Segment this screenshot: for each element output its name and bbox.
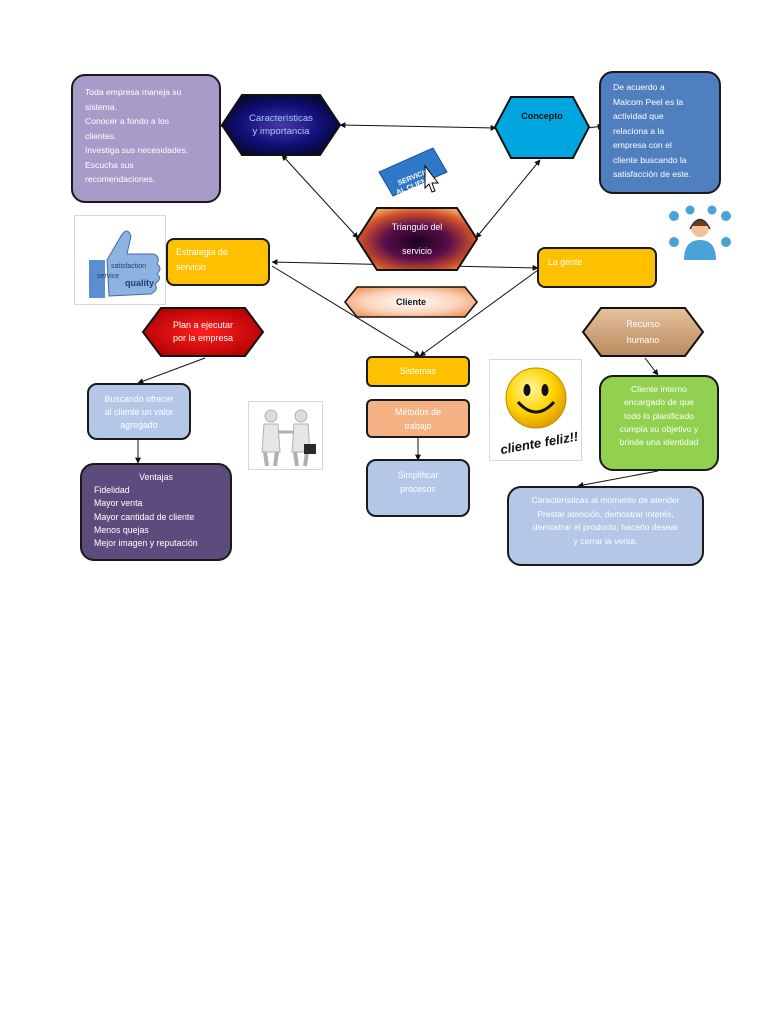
box-line: Simplificar bbox=[397, 470, 439, 480]
box-line: Buscando ofrecer bbox=[104, 394, 174, 404]
hex-line: y importancia bbox=[252, 126, 310, 137]
ventajas-title: Ventajas bbox=[139, 472, 173, 482]
box-line: actividad que bbox=[613, 111, 664, 121]
plan-hexagon: Plan a ejecutar por la empresa bbox=[141, 306, 265, 358]
box-line: Características al momento de atender bbox=[531, 495, 680, 505]
box-line: servicio bbox=[176, 262, 206, 272]
la-gente-box: La gente bbox=[537, 247, 657, 288]
box-line: relaciona a la bbox=[613, 125, 665, 136]
hand-cursor-icon bbox=[424, 164, 440, 193]
box-line: Sistemas bbox=[399, 366, 437, 376]
box-line: Métodos de bbox=[395, 407, 441, 417]
box-line: trabajo bbox=[404, 421, 432, 431]
triangulo-hexagon: Triangulo del servicio bbox=[355, 206, 479, 272]
line-interno-atender bbox=[577, 470, 659, 488]
line-recurso-interno bbox=[644, 357, 659, 376]
smile-icon bbox=[669, 237, 679, 247]
recurso-hexagon: Recurso humano bbox=[581, 306, 705, 358]
hex-line: humano bbox=[626, 335, 660, 345]
box-line: satisfacción de este. bbox=[613, 169, 691, 179]
box-line: todo lo planificado bbox=[623, 410, 695, 421]
box-line: Cliente interno bbox=[630, 384, 688, 394]
smiley-face-icon bbox=[505, 367, 567, 429]
estrategia-box: Estrategia de servicio bbox=[166, 238, 270, 286]
customer-service-agent-image bbox=[666, 202, 734, 262]
caracteristicas-description-box: Toda empresa maneja su sistema. Conocer … bbox=[71, 74, 221, 203]
box-line: Mejor imagen y reputación bbox=[94, 538, 198, 549]
cliente-hexagon: Cliente bbox=[343, 285, 479, 319]
box-line: Fidelidad bbox=[94, 485, 130, 496]
briefcase-icon bbox=[304, 444, 316, 454]
box-line: Toda empresa maneja su bbox=[85, 87, 182, 97]
chat-icon bbox=[669, 211, 679, 221]
box-line: recomendaciones. bbox=[85, 174, 156, 184]
box-line: al cliente un valor bbox=[104, 407, 174, 417]
hex-line: Triangulo del bbox=[391, 222, 443, 232]
cliente-feliz-caption: cliente feliz!! bbox=[499, 429, 580, 458]
line-caracteristicas-triangulo bbox=[281, 154, 359, 239]
box-line: demostrar el producto, hacerlo desear bbox=[532, 522, 679, 532]
caracteristicas-atender-box: Características al momento de atender Pr… bbox=[507, 486, 704, 566]
concepto-label: Concepto bbox=[521, 111, 563, 121]
box-line: cliente buscando la bbox=[613, 154, 687, 165]
ventajas-box: Ventajas Fidelidad Mayor venta Mayor can… bbox=[80, 463, 232, 561]
thumbs-up-icon bbox=[685, 205, 695, 215]
hex-line: servicio bbox=[402, 246, 432, 256]
cliente-label: Cliente bbox=[395, 296, 426, 307]
box-line: Prestar atención, demostrar interés, bbox=[537, 508, 674, 519]
hex-line: Características bbox=[249, 113, 313, 124]
word-satisfaction: satisfaction bbox=[111, 263, 146, 270]
settings-icon bbox=[721, 211, 731, 221]
hex-line: Recurso bbox=[626, 319, 660, 329]
box-line: cumpla su objetivo y bbox=[619, 423, 699, 434]
line-caracteristicas-concepto bbox=[339, 122, 497, 131]
box-line: brinde una identidad bbox=[619, 437, 699, 448]
box-line: Mayor cantidad de cliente bbox=[94, 511, 195, 522]
simplificar-box: Simplificar procesos bbox=[366, 459, 470, 517]
box-line: Investiga sus necesidades. bbox=[85, 145, 189, 155]
concepto-hexagon: Concepto bbox=[493, 95, 591, 160]
box-line: Escucha sus bbox=[85, 159, 134, 170]
box-line: y cerrar la venta. bbox=[573, 535, 638, 546]
word-quality: quality bbox=[125, 278, 154, 288]
line-lagente-sistemas bbox=[419, 269, 539, 357]
box-line: Conocer a fondo a los bbox=[85, 116, 170, 126]
hex-line: por la empresa bbox=[172, 333, 234, 343]
box-line: La gente bbox=[548, 257, 583, 267]
word-service: service bbox=[97, 273, 119, 280]
cliente-interno-box: Cliente interno encargado de que todo lo… bbox=[599, 375, 719, 471]
box-line: procesos bbox=[400, 484, 436, 494]
box-line: Malcom Peel es la bbox=[613, 96, 684, 107]
box-line: sistema. bbox=[85, 101, 117, 112]
hex-line: Plan a ejecutar bbox=[172, 320, 234, 330]
servicio-al-cliente-image: SERVICIO AL CLIENTE bbox=[375, 142, 453, 202]
box-line: Menos quejas bbox=[94, 524, 149, 535]
cliente-feliz-image: cliente feliz!! bbox=[489, 359, 582, 461]
box-line: agregado bbox=[120, 420, 158, 430]
line-concepto-triangulo bbox=[475, 159, 541, 239]
box-line: Estrategia de bbox=[176, 247, 228, 257]
line-plan-buscando bbox=[137, 357, 206, 384]
box-line: encargado de que bbox=[623, 397, 695, 408]
caracteristicas-hexagon: Características y importancia bbox=[220, 93, 342, 157]
box-line: clientes. bbox=[85, 130, 117, 141]
box-line: Mayor venta bbox=[94, 498, 143, 509]
metodos-box: Métodos de trabajo bbox=[366, 399, 470, 438]
buscando-box: Buscando ofrecer al cliente un valor agr… bbox=[87, 383, 191, 440]
box-line: empresa con el bbox=[613, 140, 672, 150]
line-estrategia-sistemas bbox=[271, 265, 421, 357]
sistemas-box: Sistemas bbox=[366, 356, 470, 387]
handshake-image bbox=[248, 401, 323, 470]
info-icon bbox=[707, 205, 717, 215]
box-line: De acuerdo a bbox=[613, 82, 665, 92]
phone-icon bbox=[721, 237, 731, 247]
thumbs-up-quality-image: satisfaction service quality bbox=[74, 215, 166, 305]
concepto-description-box: De acuerdo a Malcom Peel es la actividad… bbox=[599, 71, 721, 194]
